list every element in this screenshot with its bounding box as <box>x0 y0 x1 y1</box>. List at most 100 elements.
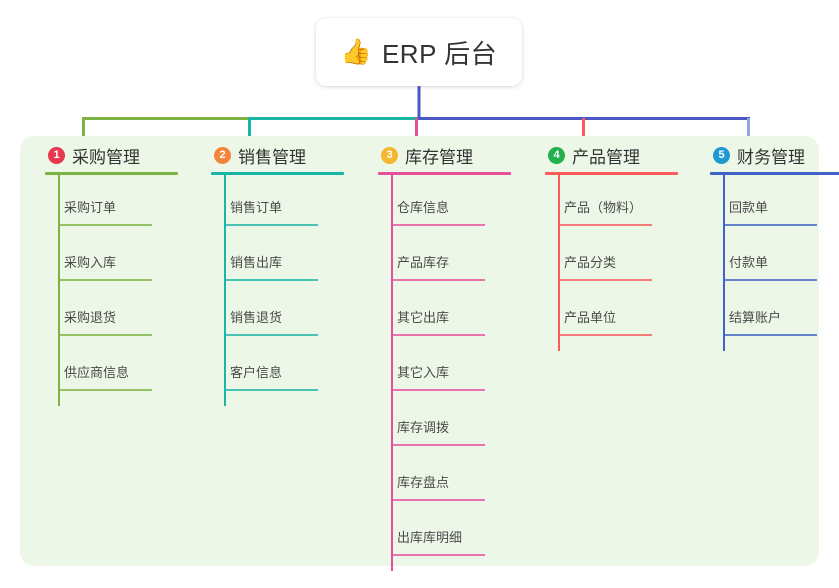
category-underline-2 <box>211 172 344 175</box>
category-spine-5 <box>723 175 725 351</box>
category-spine-3 <box>391 175 393 571</box>
list-item-underline <box>391 224 485 226</box>
list-item-underline <box>558 224 652 226</box>
list-item[interactable]: 销售退货 <box>198 285 363 340</box>
page-title: ERP 后台 <box>381 38 498 69</box>
category-column-3: 3 库存管理仓库信息产品库存其它出库其它入库库存调拨库存盘点出库库明细 <box>365 136 530 571</box>
list-item-label: 产品（物料） <box>564 200 643 215</box>
list-item-label: 出库库明细 <box>397 530 463 545</box>
list-item-label: 其它入库 <box>397 365 450 380</box>
list-item-underline <box>58 224 152 226</box>
category-column-2: 2 销售管理销售订单销售出库销售退货客户信息 <box>198 136 363 406</box>
list-item-underline <box>58 389 152 391</box>
list-item-underline <box>391 334 485 336</box>
list-item-underline <box>224 224 318 226</box>
list-item-underline <box>391 499 485 501</box>
category-spine-4 <box>558 175 560 351</box>
category-title-4: 产品管理 <box>572 147 640 167</box>
diagram-panel: 1 采购管理采购订单采购入库采购退货供应商信息 2 销售管理销售订单销售出库销售退货客… <box>20 136 839 571</box>
list-item-label: 供应商信息 <box>64 365 130 380</box>
list-item-underline <box>558 334 652 336</box>
category-title-1: 采购管理 <box>72 147 140 167</box>
list-item-label: 销售出库 <box>230 255 283 270</box>
list-item[interactable]: 付款单 <box>697 230 839 285</box>
list-item-underline <box>391 279 485 281</box>
list-item[interactable]: 库存盘点 <box>365 450 530 505</box>
category-underline-5 <box>710 172 839 175</box>
list-item-label: 产品单位 <box>564 310 617 325</box>
list-item[interactable]: 其它出库 <box>365 285 530 340</box>
list-item-label: 采购订单 <box>64 200 117 215</box>
category-spine-2 <box>224 175 226 406</box>
category-spine-1 <box>58 175 60 406</box>
list-item[interactable]: 结算账户 <box>697 285 839 340</box>
list-item[interactable]: 库存调拨 <box>365 395 530 450</box>
list-item-label: 采购入库 <box>64 255 117 270</box>
list-item-underline <box>391 444 485 446</box>
list-item-underline <box>723 279 817 281</box>
category-items-3: 仓库信息产品库存其它出库其它入库库存调拨库存盘点出库库明细 <box>365 175 530 560</box>
list-item-label: 产品分类 <box>564 255 617 270</box>
list-item-underline <box>391 389 485 391</box>
list-item-underline <box>558 279 652 281</box>
list-item[interactable]: 产品分类 <box>532 230 697 285</box>
list-item[interactable]: 产品库存 <box>365 230 530 285</box>
list-item-underline <box>224 389 318 391</box>
list-item-underline <box>723 224 817 226</box>
list-item-underline <box>391 554 485 556</box>
category-badge-2: 2 <box>214 146 231 164</box>
list-item-label: 回款单 <box>729 200 769 215</box>
list-item-underline <box>58 279 152 281</box>
list-item[interactable]: 其它入库 <box>365 340 530 395</box>
category-column-4: 4 产品管理产品（物料） 产品分类产品单位 <box>532 136 697 351</box>
list-item-label: 销售退货 <box>230 310 283 325</box>
thumbs-up-icon: 👍 <box>340 37 372 66</box>
list-item[interactable]: 采购入库 <box>32 230 197 285</box>
category-column-5: 5 财务管理回款单付款单结算账户 <box>697 136 839 351</box>
category-badge-3: 3 <box>381 146 398 164</box>
list-item-label: 采购退货 <box>64 310 117 325</box>
list-item-label: 仓库信息 <box>397 200 450 215</box>
category-header-5[interactable]: 5 财务管理 <box>697 136 839 174</box>
list-item-label: 库存调拨 <box>397 420 450 435</box>
list-item-label: 产品库存 <box>397 255 450 270</box>
list-item-underline <box>58 334 152 336</box>
category-underline-4 <box>545 172 678 175</box>
list-item[interactable]: 仓库信息 <box>365 175 530 230</box>
category-badge-1: 1 <box>48 146 65 164</box>
list-item-underline <box>723 334 817 336</box>
list-item-label: 销售订单 <box>230 200 283 215</box>
list-item-underline <box>224 279 318 281</box>
category-items-1: 采购订单采购入库采购退货供应商信息 <box>32 175 197 395</box>
category-badge-5: 5 <box>713 146 730 164</box>
category-underline-3 <box>378 172 511 175</box>
category-header-2[interactable]: 2 销售管理 <box>198 136 363 174</box>
category-title-3: 库存管理 <box>405 147 473 167</box>
list-item[interactable]: 采购订单 <box>32 175 197 230</box>
list-item[interactable]: 产品（物料） <box>532 175 697 230</box>
list-item-label: 客户信息 <box>230 365 283 380</box>
category-header-1[interactable]: 1 采购管理 <box>32 136 197 174</box>
category-items-5: 回款单付款单结算账户 <box>697 175 839 340</box>
category-header-3[interactable]: 3 库存管理 <box>365 136 530 174</box>
list-item[interactable]: 出库库明细 <box>365 505 530 560</box>
list-item[interactable]: 供应商信息 <box>32 340 197 395</box>
list-item[interactable]: 销售订单 <box>198 175 363 230</box>
list-item[interactable]: 采购退货 <box>32 285 197 340</box>
list-item-underline <box>224 334 318 336</box>
list-item-label: 库存盘点 <box>397 475 450 490</box>
root-title-card[interactable]: 👍 ERP 后台 <box>316 18 522 86</box>
category-header-4[interactable]: 4 产品管理 <box>532 136 697 174</box>
category-items-2: 销售订单销售出库销售退货客户信息 <box>198 175 363 395</box>
list-item-label: 其它出库 <box>397 310 450 325</box>
list-item[interactable]: 客户信息 <box>198 340 363 395</box>
category-title-2: 销售管理 <box>238 147 306 167</box>
list-item[interactable]: 产品单位 <box>532 285 697 340</box>
list-item-label: 结算账户 <box>729 310 782 325</box>
list-item[interactable]: 回款单 <box>697 175 839 230</box>
category-items-4: 产品（物料） 产品分类产品单位 <box>532 175 697 340</box>
list-item[interactable]: 销售出库 <box>198 230 363 285</box>
category-title-5: 财务管理 <box>737 147 805 167</box>
category-badge-4: 4 <box>548 146 565 164</box>
list-item-label: 付款单 <box>729 255 769 270</box>
